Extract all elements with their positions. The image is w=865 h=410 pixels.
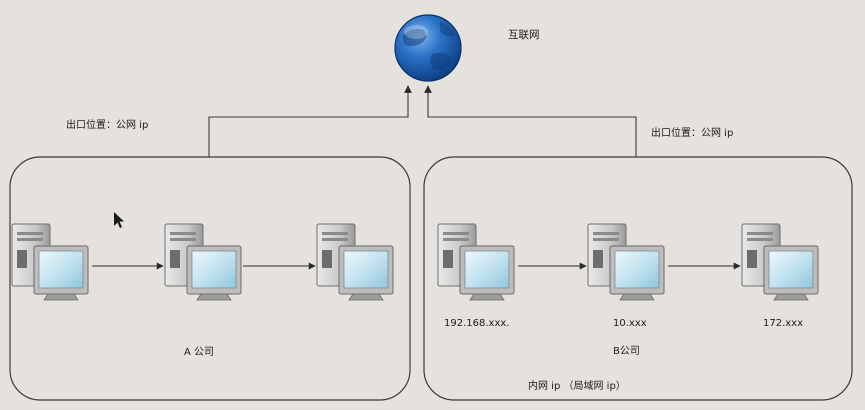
company-a-name: A 公司	[184, 347, 214, 358]
company-a-computer-1	[11, 223, 89, 301]
company-a-container	[9, 156, 411, 401]
company-b-host-ip-1: 192.168.xxx.	[444, 318, 509, 329]
computer-icon	[11, 223, 89, 301]
company-b-host-ip-3: 172.xxx	[763, 318, 803, 329]
mouse-cursor-icon	[114, 212, 124, 228]
internet-label: 互联网	[508, 29, 540, 41]
computer-icon	[164, 223, 242, 301]
company-a-computer-2	[164, 223, 242, 301]
company-b-exit-label: 出口位置：公网 ip	[651, 126, 733, 139]
computer-icon	[437, 223, 515, 301]
company-b-name: B公司	[613, 346, 640, 357]
company-b-computer-1	[437, 223, 515, 301]
company-b-container	[423, 156, 853, 401]
computer-icon	[316, 223, 394, 301]
company-b-uplink	[424, 85, 637, 157]
company-a-exit-label: 出口位置：公网 ip	[66, 118, 148, 131]
globe-icon	[394, 14, 462, 82]
computer-icon	[587, 223, 665, 301]
company-a-computer-3	[316, 223, 394, 301]
intranet-label: 内网 ip （局域网 ip）	[528, 379, 626, 392]
company-b-computer-3	[741, 223, 819, 301]
computer-icon	[741, 223, 819, 301]
company-a-uplink	[208, 85, 412, 157]
company-b-host-ip-2: 10.xxx	[613, 318, 647, 329]
company-b-computer-2	[587, 223, 665, 301]
